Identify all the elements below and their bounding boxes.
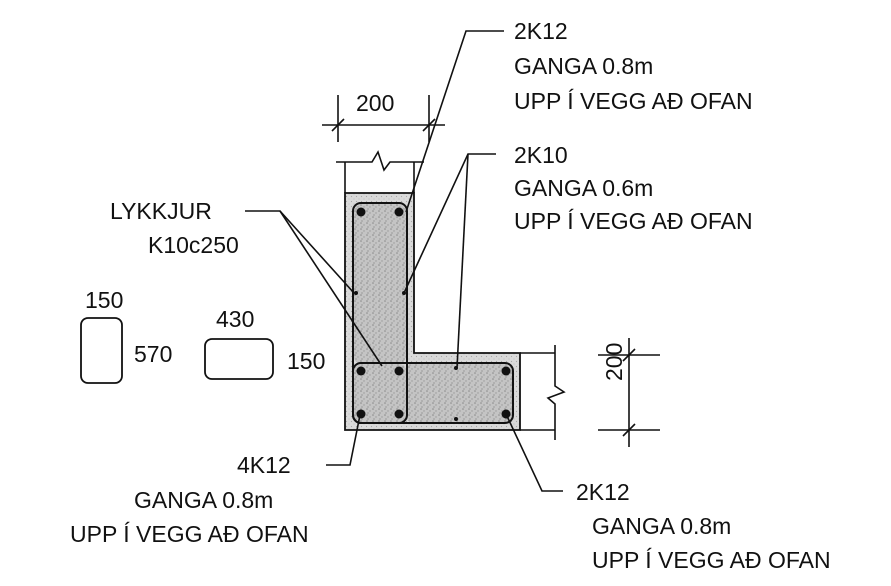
stirrup-wide-width-label: 430 xyxy=(216,306,255,332)
footing-height-label: 200 xyxy=(601,342,627,381)
callout-toe-line3: UPP Í VEGG AÐ OFAN xyxy=(592,547,831,573)
dimension-wall-width xyxy=(322,95,445,142)
stirrup-shape-tall xyxy=(80,317,123,384)
break-line-right xyxy=(520,345,566,440)
dimension-footing-height xyxy=(598,338,660,447)
callout-mid-line2: GANGA 0.6m xyxy=(514,175,654,201)
rebar-bars xyxy=(354,207,511,421)
callout-top-line2: GANGA 0.8m xyxy=(514,53,654,79)
stirrup-wide-height-label: 150 xyxy=(287,348,326,374)
break-line-top xyxy=(336,150,424,193)
callout-corner-line1: 4K12 xyxy=(237,452,291,478)
callout-corner-line3: UPP Í VEGG AÐ OFAN xyxy=(70,521,309,547)
stirrups xyxy=(352,202,514,424)
leader-lines xyxy=(245,30,563,492)
callout-toe-line2: GANGA 0.8m xyxy=(592,513,732,539)
stirrup-small-width-label: 150 xyxy=(85,287,124,313)
callout-mid-line3: UPP Í VEGG AÐ OFAN xyxy=(514,208,753,234)
callout-top-line1: 2K12 xyxy=(514,18,568,44)
callout-mid-line1: 2K10 xyxy=(514,142,568,168)
wall-width-label: 200 xyxy=(356,90,395,116)
stirrup-core xyxy=(354,204,512,422)
stirrup-small-height-label: 570 xyxy=(134,341,173,367)
stirrup-shape-wide xyxy=(204,338,274,380)
callout-stirrups-line1: LYKKJUR xyxy=(110,198,212,224)
callout-stirrups-line2: K10c250 xyxy=(148,232,239,258)
callout-toe-line1: 2K12 xyxy=(576,479,630,505)
stirrup-shape-icons xyxy=(80,317,274,384)
callout-corner-line2: GANGA 0.8m xyxy=(134,487,274,513)
callout-top-line3: UPP Í VEGG AÐ OFAN xyxy=(514,88,753,114)
